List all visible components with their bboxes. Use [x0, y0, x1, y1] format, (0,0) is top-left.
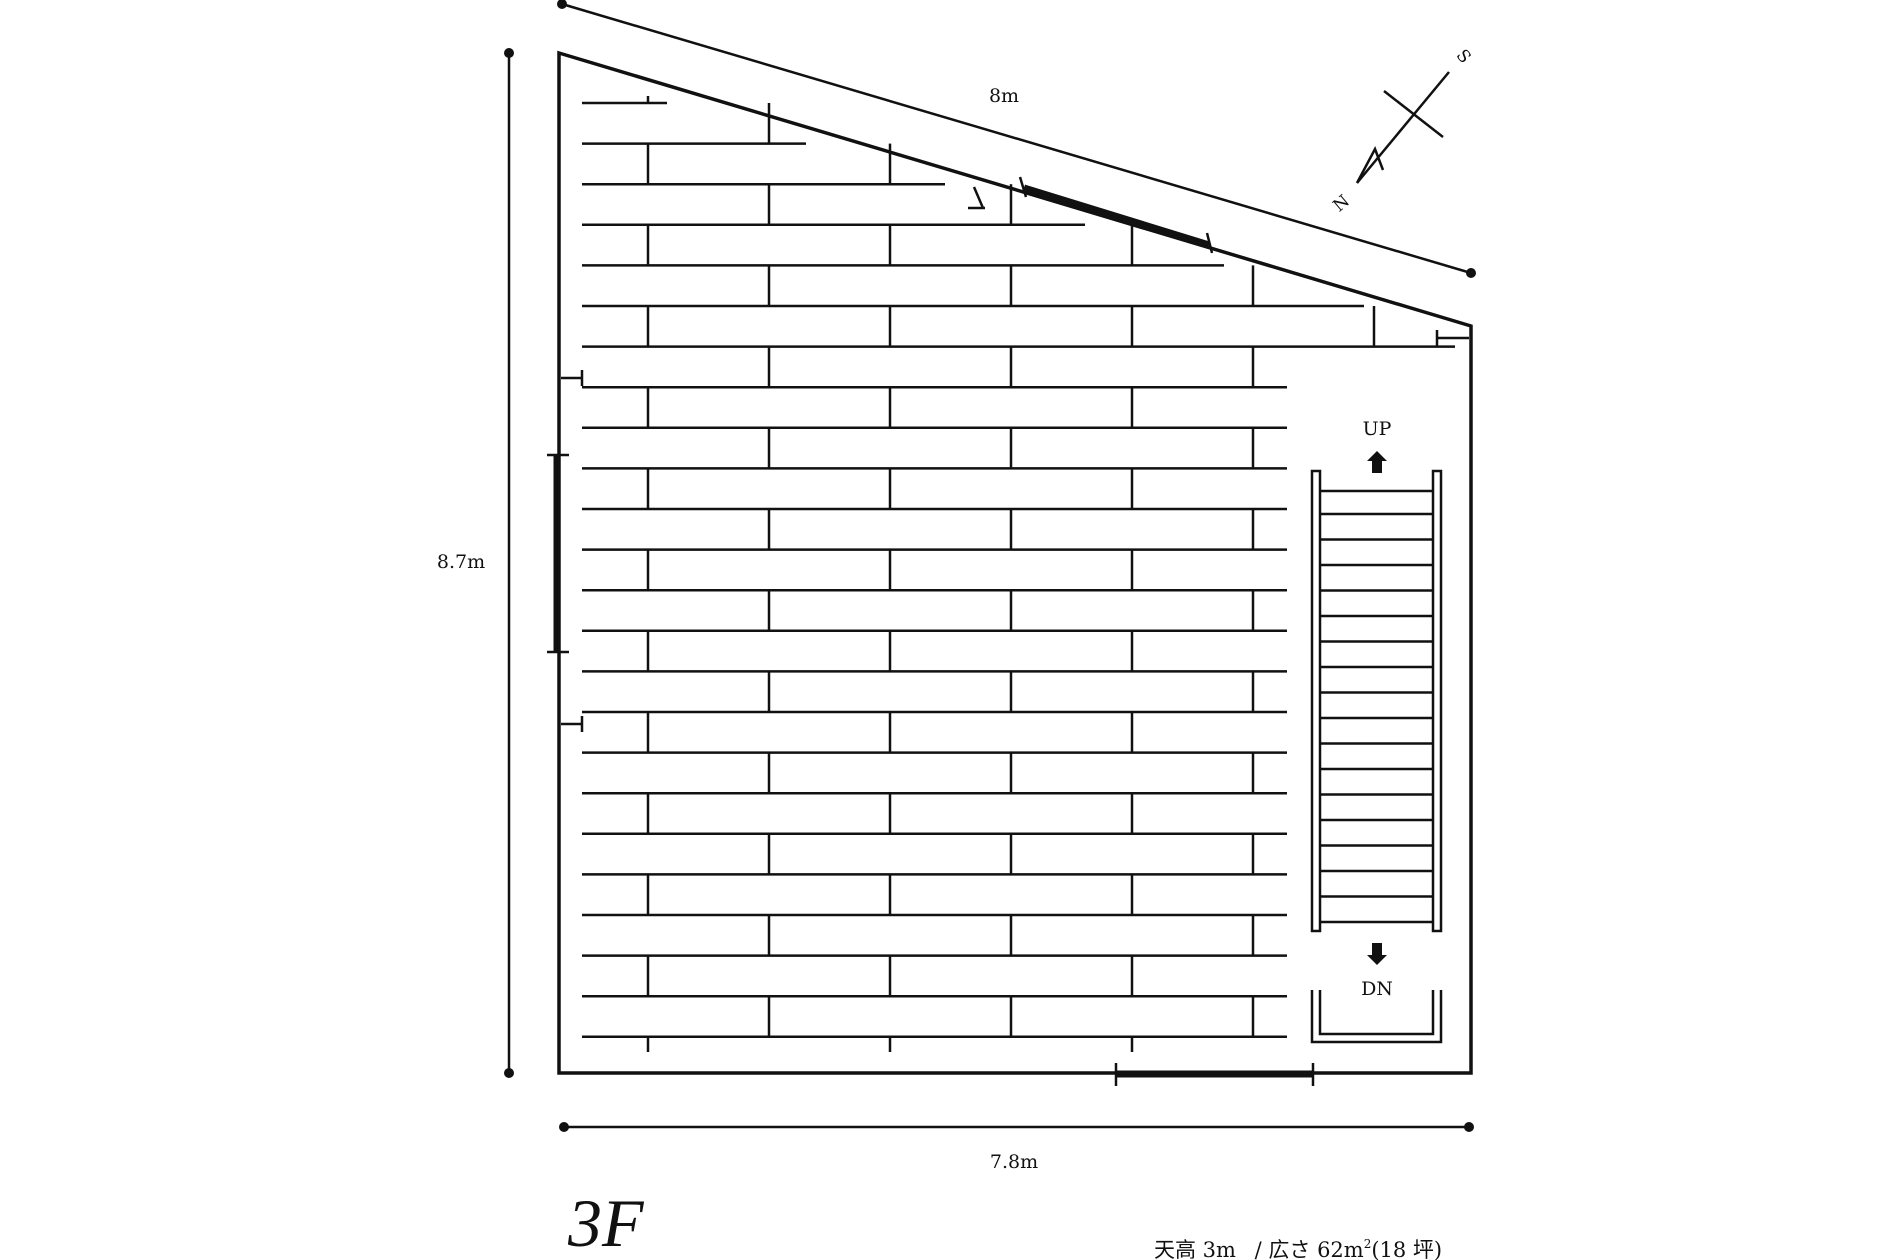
wall-markers	[561, 186, 1469, 732]
room-info: 天高 3m / 広さ 62m2(18 坪)	[1154, 1237, 1442, 1260]
flooring-joints	[646, 96, 1376, 1052]
up-arrow-icon	[1367, 451, 1387, 473]
dimension-left: 8.7m	[437, 48, 514, 1078]
compass-icon: S N	[1330, 46, 1475, 216]
window-left	[547, 453, 569, 654]
wood-flooring-pattern	[582, 101, 1455, 1039]
dimension-bottom: 7.8m	[559, 1122, 1474, 1173]
dimension-top: 8m	[557, 0, 1476, 278]
window-top	[1018, 176, 1214, 254]
floor-label: 3F	[567, 1185, 645, 1260]
dimension-top-label: 8m	[989, 85, 1019, 107]
stairs-up-label: UP	[1363, 418, 1392, 440]
compass-south-label: S	[1452, 46, 1475, 68]
dimension-bottom-label: 7.8m	[990, 1151, 1038, 1173]
dimension-left-label: 8.7m	[437, 551, 485, 573]
stair-treads	[1320, 489, 1433, 924]
staircase	[1310, 469, 1443, 1044]
window-bottom	[1114, 1063, 1315, 1086]
landing	[1310, 990, 1443, 1044]
ceiling-height-text: 天高 3m	[1154, 1238, 1236, 1260]
area-unit-superscript: 2	[1364, 1237, 1372, 1251]
compass-north-label: N	[1330, 191, 1354, 216]
down-arrow-icon	[1367, 943, 1387, 965]
stairs-down-label: DN	[1361, 978, 1393, 1000]
area-text: / 広さ 62m	[1255, 1238, 1364, 1260]
tsubo-text: (18 坪)	[1371, 1238, 1442, 1260]
